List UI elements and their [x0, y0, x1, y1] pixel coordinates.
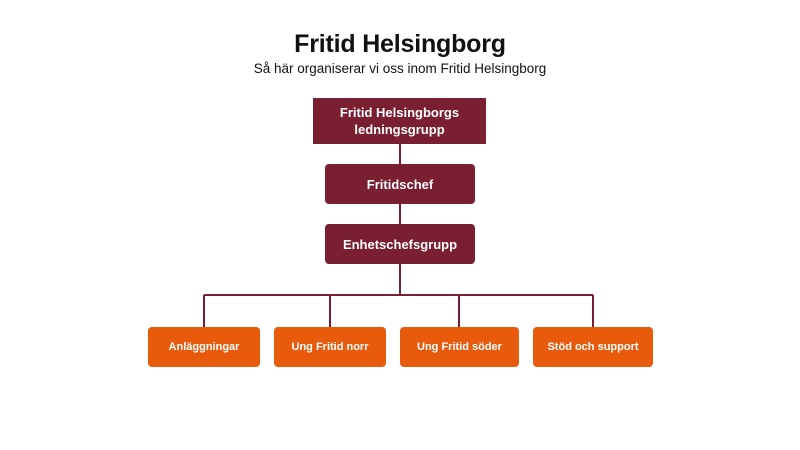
org-node-unit-youth-south: Ung Fritid söder — [400, 327, 519, 367]
org-node-unit-heads-group: Enhetschefsgrupp — [325, 224, 475, 264]
org-node-unit-youth-north: Ung Fritid norr — [274, 327, 386, 367]
org-node-management-group: Fritid Helsingborgs ledningsgrupp — [313, 98, 486, 144]
page-subtitle: Så här organiserar vi oss inom Fritid He… — [253, 61, 547, 76]
org-node-unit-support: Stöd och support — [533, 327, 653, 367]
org-node-leisure-chief: Fritidschef — [325, 164, 475, 204]
org-node-unit-facilities: Anläggningar — [148, 327, 260, 367]
page-title: Fritid Helsingborg — [294, 30, 506, 58]
